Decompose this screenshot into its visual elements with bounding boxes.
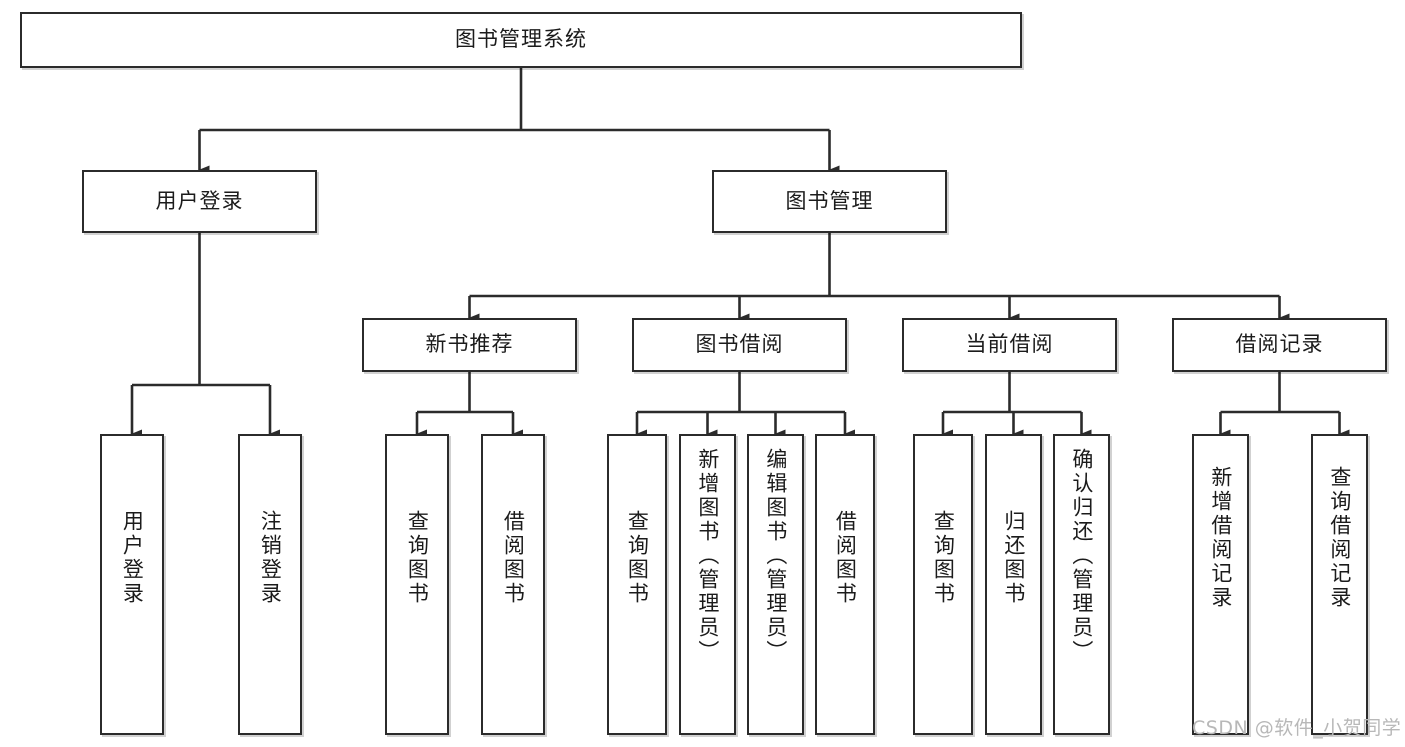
node-leaf-query-borrow-record-label: 查询借阅记录: [1327, 466, 1352, 610]
node-book-borrow-label: 图书借阅: [695, 332, 784, 357]
node-borrow-record[interactable]: 借阅记录: [1172, 318, 1387, 372]
node-leaf-borrow-book-rec[interactable]: 借阅图书: [481, 434, 545, 735]
node-leaf-add-borrow-record[interactable]: 新增借阅记录: [1192, 434, 1249, 735]
node-leaf-return-book[interactable]: 归还图书: [985, 434, 1042, 735]
node-leaf-query-book-bor[interactable]: 查询图书: [607, 434, 667, 735]
node-book-borrow[interactable]: 图书借阅: [632, 318, 847, 372]
node-book-manage-label: 图书管理: [785, 188, 874, 213]
node-leaf-edit-book-admin[interactable]: 编辑图书（管理员）: [747, 434, 804, 735]
node-leaf-confirm-return-admin-label: 确认归还（管理员）: [1069, 448, 1094, 664]
node-leaf-borrow-book-bor-label: 借阅图书: [833, 510, 858, 606]
node-leaf-edit-book-admin-label: 编辑图书（管理员）: [763, 448, 788, 664]
node-new-book-recommend-label: 新书推荐: [425, 332, 514, 357]
node-leaf-user-logout[interactable]: 注销登录: [238, 434, 302, 735]
node-leaf-user-login[interactable]: 用户登录: [100, 434, 164, 735]
node-current-borrow-label: 当前借阅: [965, 332, 1054, 357]
node-leaf-add-book-admin[interactable]: 新增图书（管理员）: [679, 434, 736, 735]
node-root[interactable]: 图书管理系统: [20, 12, 1022, 68]
node-user-login[interactable]: 用户登录: [82, 170, 317, 233]
node-leaf-borrow-book-bor[interactable]: 借阅图书: [815, 434, 875, 735]
node-leaf-user-logout-label: 注销登录: [258, 510, 283, 606]
node-leaf-add-book-admin-label: 新增图书（管理员）: [695, 448, 720, 664]
node-leaf-query-book-rec[interactable]: 查询图书: [385, 434, 449, 735]
node-leaf-query-book-rec-label: 查询图书: [405, 510, 430, 606]
node-user-login-label: 用户登录: [155, 188, 244, 213]
csdn-watermark: CSDN @软件_小贺同学: [1192, 717, 1402, 739]
node-book-manage[interactable]: 图书管理: [712, 170, 947, 233]
node-leaf-query-book-cur-label: 查询图书: [931, 510, 956, 606]
node-leaf-query-book-bor-label: 查询图书: [625, 510, 650, 606]
node-leaf-query-borrow-record[interactable]: 查询借阅记录: [1311, 434, 1368, 735]
node-new-book-recommend[interactable]: 新书推荐: [362, 318, 577, 372]
node-leaf-confirm-return-admin[interactable]: 确认归还（管理员）: [1053, 434, 1110, 735]
node-root-label: 图书管理系统: [455, 27, 587, 52]
node-leaf-return-book-label: 归还图书: [1001, 510, 1026, 606]
node-current-borrow[interactable]: 当前借阅: [902, 318, 1117, 372]
node-leaf-user-login-label: 用户登录: [120, 510, 145, 606]
node-leaf-add-borrow-record-label: 新增借阅记录: [1208, 466, 1233, 610]
node-leaf-borrow-book-rec-label: 借阅图书: [501, 510, 526, 606]
node-borrow-record-label: 借阅记录: [1235, 332, 1324, 357]
node-leaf-query-book-cur[interactable]: 查询图书: [913, 434, 973, 735]
